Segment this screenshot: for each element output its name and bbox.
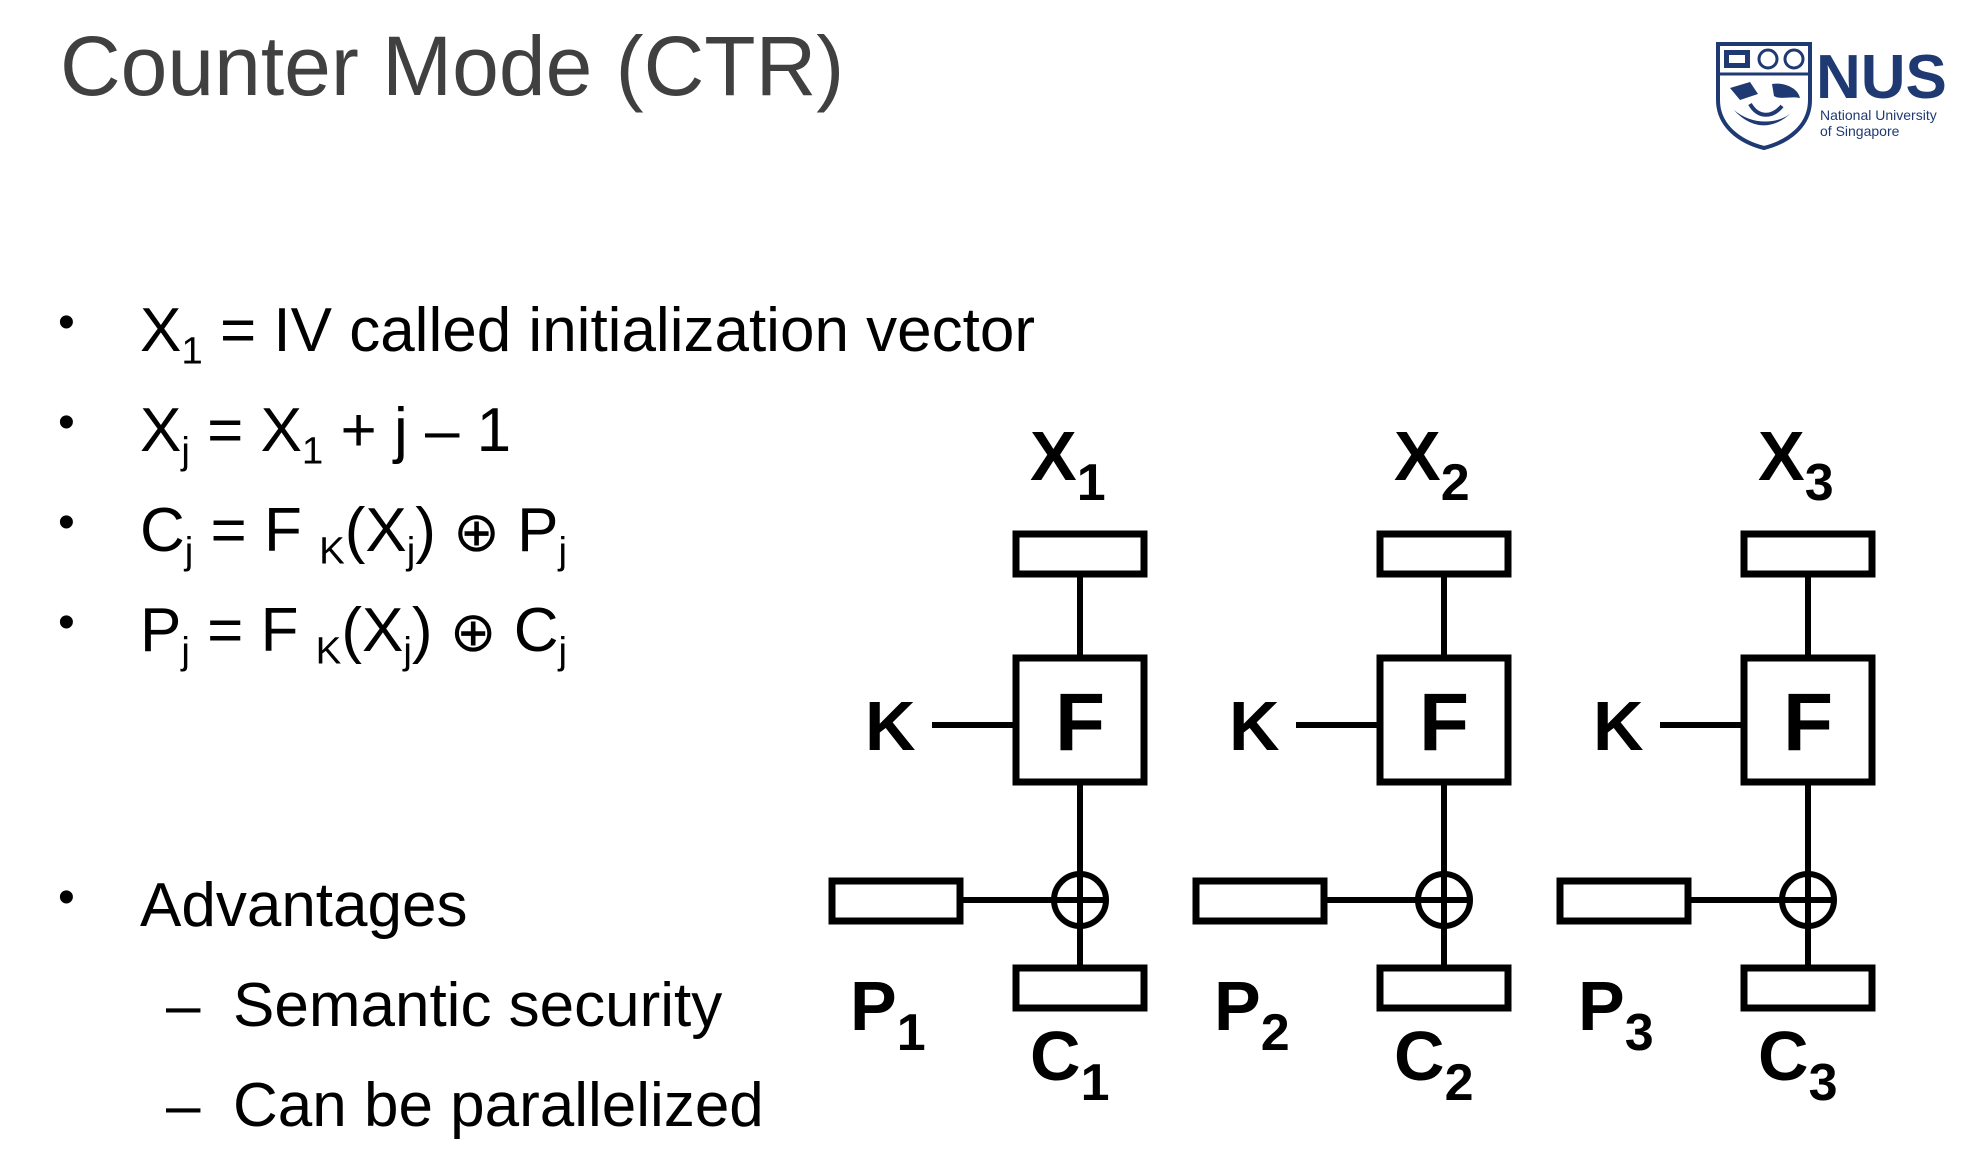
plaintext-label-p3: P3	[1578, 967, 1654, 1062]
bullet-dot: •	[58, 396, 75, 449]
bullet-dot: •	[58, 871, 75, 924]
counter-label-x1: X1	[1030, 420, 1106, 512]
logo-text: NUS	[1816, 43, 1947, 112]
plaintext-register-2	[1192, 877, 1328, 925]
counter-label-x2: X2	[1394, 420, 1470, 512]
key-label-1: K	[865, 687, 916, 765]
bullet-dot: •	[58, 596, 75, 649]
counter-register-1	[1012, 530, 1148, 578]
xor-symbol: ⊕	[449, 600, 497, 663]
counter-register-3	[1740, 530, 1876, 578]
sub-item-parallelized: Can be parallelized	[233, 1071, 764, 1140]
plaintext-label-p1: P1	[850, 967, 926, 1062]
counter-label-x3: X3	[1758, 420, 1834, 512]
ciphertext-register-3	[1740, 964, 1876, 1012]
f-label-1: F	[1055, 677, 1105, 768]
ciphertext-register-2	[1376, 964, 1512, 1012]
plaintext-label-p2: P2	[1214, 967, 1290, 1062]
key-label-2: K	[1229, 687, 1280, 765]
ciphertext-label-c1: C1	[1030, 1017, 1109, 1112]
sub-item-semantic-security: Semantic security	[233, 971, 723, 1040]
key-label-3: K	[1593, 687, 1644, 765]
ciphertext-register-1	[1012, 964, 1148, 1012]
logo-subtitle-2: of Singapore	[1820, 123, 1900, 139]
bullet-dot: •	[58, 296, 75, 349]
sub-bullet-dash: –	[166, 1071, 201, 1140]
plaintext-register-1	[828, 877, 964, 925]
ciphertext-label-c3: C3	[1758, 1017, 1837, 1112]
logo-subtitle-1: National University	[1820, 107, 1937, 123]
xor-symbol: ⊕	[453, 500, 500, 563]
f-label-3: F	[1783, 677, 1833, 768]
ciphertext-label-c2: C2	[1394, 1017, 1473, 1112]
nus-crest-icon	[1716, 42, 1812, 150]
counter-register-2	[1376, 530, 1512, 578]
f-label-2: F	[1419, 677, 1469, 768]
slide-title: Counter Mode (CTR)	[60, 19, 845, 113]
sub-bullet-dash: –	[166, 971, 201, 1040]
plaintext-register-3	[1556, 877, 1692, 925]
bullet-dot: •	[58, 496, 75, 549]
nus-logo: NUS National University of Singapore	[1716, 42, 1947, 150]
